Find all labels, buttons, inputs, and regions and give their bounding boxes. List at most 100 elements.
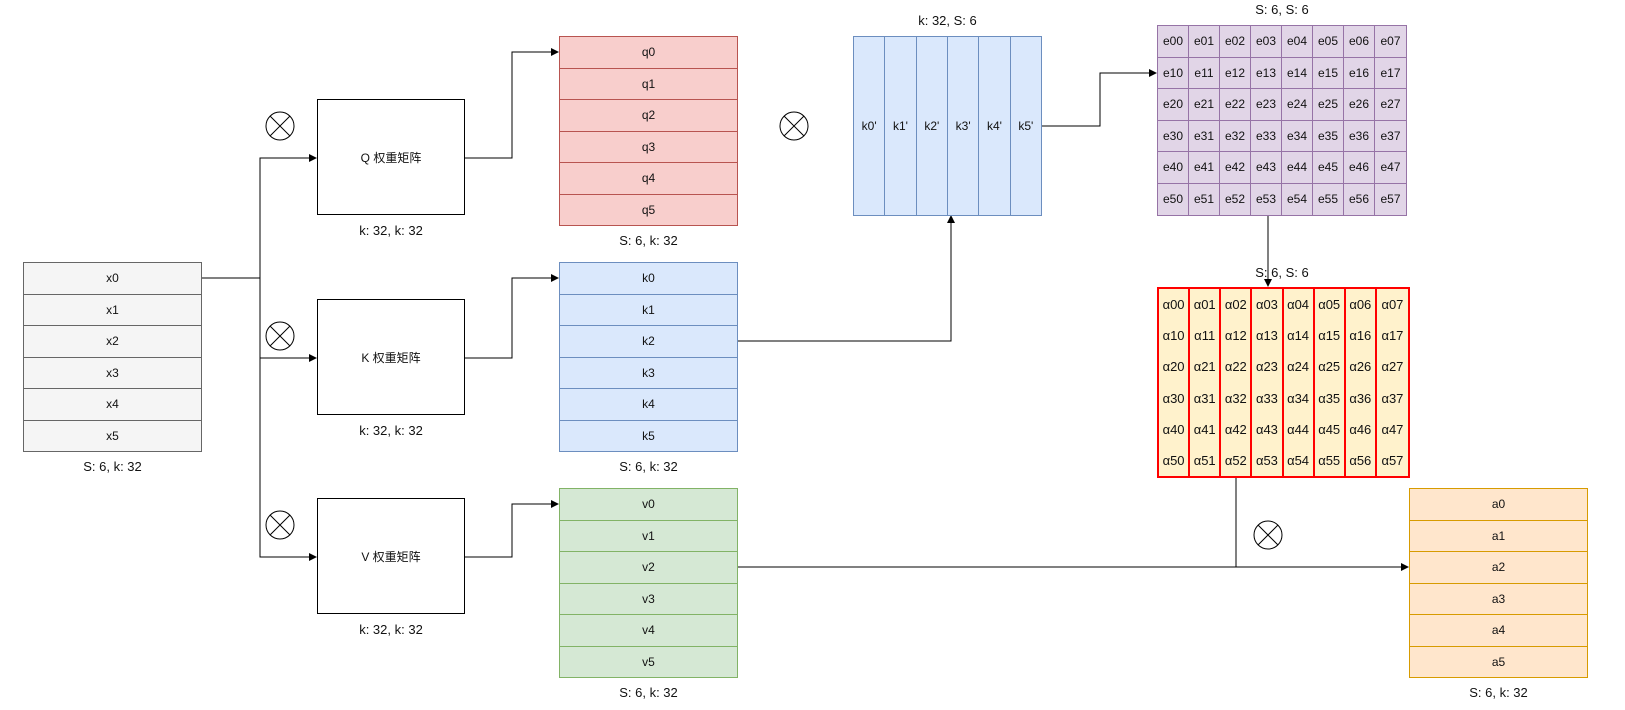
alpha-cell: α51 (1190, 444, 1222, 476)
alpha-cell: α30 (1159, 382, 1191, 414)
e-cell: e43 (1251, 152, 1282, 184)
e-cell: e45 (1313, 152, 1344, 184)
e-cell: e30 (1158, 120, 1189, 152)
alpha-cell: α37 (1381, 390, 1404, 406)
alpha-cell: α36 (1346, 382, 1377, 414)
alpha-cell: α35 (1315, 382, 1346, 414)
e-cell: e27 (1375, 89, 1406, 121)
alpha-cell: α07 (1381, 297, 1404, 313)
e-cell: e04 (1282, 26, 1313, 58)
q-cell: q0 (560, 37, 737, 69)
alpha-cell: α40 (1159, 413, 1191, 445)
kt-cell: k1' (885, 37, 917, 215)
v-matrix-label: S: 6, k: 32 (619, 685, 678, 700)
a-cell: a5 (1491, 654, 1506, 669)
alpha-matrix-label: S: 6, S: 6 (1255, 265, 1309, 280)
alpha-cell: α21 (1190, 351, 1222, 383)
e-cell: e44 (1282, 152, 1313, 184)
alpha-cell: α43 (1252, 413, 1284, 445)
alpha-cell: α12 (1221, 320, 1253, 352)
e-cell: e25 (1313, 89, 1344, 121)
e-cell: e20 (1158, 89, 1189, 121)
a-cell: a4 (1410, 615, 1587, 647)
alpha-cell: α02 (1221, 289, 1253, 321)
alpha-cell: α32 (1221, 382, 1253, 414)
alpha-cell: α56 (1346, 444, 1377, 476)
k-cell: k5 (642, 428, 655, 443)
e-cell: e03 (1251, 26, 1282, 58)
e-cell: e34 (1282, 120, 1313, 152)
e-cell: e02 (1220, 26, 1251, 58)
alpha-cell: α55 (1315, 444, 1346, 476)
kt-cell: k5' (1018, 119, 1034, 133)
k-weight-box: K 权重矩阵 (317, 299, 465, 415)
e-cell: e22 (1220, 89, 1251, 121)
alpha-cell: α04 (1284, 289, 1315, 321)
k-weight-label: k: 32, k: 32 (359, 423, 423, 438)
e-cell: e01 (1189, 26, 1220, 58)
alpha-cell: α00 (1159, 289, 1191, 321)
e-cell: e07 (1375, 26, 1406, 58)
alpha-cell: α16 (1346, 320, 1377, 352)
alpha-cell: α01 (1190, 289, 1222, 321)
e-cell: e53 (1251, 183, 1282, 215)
x-cell: x0 (24, 263, 201, 295)
e-cell: e57 (1380, 192, 1401, 207)
x-matrix-label: S: 6, k: 32 (83, 459, 142, 474)
x-cell: x4 (24, 389, 201, 421)
alpha-cell: α06 (1346, 289, 1377, 321)
alpha-cell: α27 (1381, 359, 1404, 375)
alpha-cell: α17 (1381, 328, 1404, 344)
e-cell: e41 (1189, 152, 1220, 184)
circled-times-icon (265, 510, 295, 540)
e-cell: e35 (1313, 120, 1344, 152)
q-weight-label: k: 32, k: 32 (359, 223, 423, 238)
e-cell: e24 (1282, 89, 1313, 121)
e-cell: e37 (1375, 121, 1406, 152)
q-cell: q3 (560, 132, 737, 163)
e-cell: e14 (1282, 57, 1313, 89)
x-cell: x5 (106, 428, 119, 443)
circled-times-icon (265, 111, 295, 141)
alpha-cell: α54 (1284, 444, 1315, 476)
alpha-cell: α26 (1346, 351, 1377, 383)
e-cell: e16 (1344, 57, 1375, 89)
alpha-cell: α23 (1252, 351, 1284, 383)
q-cell: q4 (560, 163, 737, 195)
k-matrix: k0 k1 k2 k3 k4 k5 (559, 262, 738, 452)
alpha-cell: α20 (1159, 351, 1191, 383)
v-weight-box: V 权重矩阵 (317, 498, 465, 614)
e-matrix-label: S: 6, S: 6 (1255, 2, 1309, 17)
k-cell: k1 (560, 295, 737, 326)
kt-matrix-label: k: 32, S: 6 (918, 13, 977, 28)
q-matrix-label: S: 6, k: 32 (619, 233, 678, 248)
v-cell: v0 (560, 489, 737, 521)
e-cell: e40 (1158, 152, 1189, 184)
v-cell: v4 (560, 615, 737, 647)
e-cell: e32 (1220, 120, 1251, 152)
alpha-cell: α33 (1252, 382, 1284, 414)
e-cell: e51 (1189, 183, 1220, 215)
e-cell: e12 (1220, 57, 1251, 89)
e-cell: e13 (1251, 57, 1282, 89)
e-cell: e21 (1189, 89, 1220, 121)
x-cell: x3 (24, 358, 201, 389)
x-matrix: x0 x1 x2 x3 x4 x5 (23, 262, 202, 452)
e-cell: e26 (1344, 89, 1375, 121)
alpha-cell: α42 (1221, 413, 1253, 445)
a-cell: a2 (1410, 552, 1587, 584)
a-cell: a1 (1410, 521, 1587, 552)
q-matrix: q0 q1 q2 q3 q4 q5 (559, 36, 738, 226)
e-cell: e47 (1375, 152, 1406, 184)
q-cell: q5 (641, 202, 656, 217)
k-cell: k4 (560, 389, 737, 421)
e-cell: e36 (1344, 120, 1375, 152)
alpha-cell: α25 (1315, 351, 1346, 383)
e-cell: e15 (1313, 57, 1344, 89)
kt-cell: k3' (948, 37, 980, 215)
q-cell: q2 (560, 100, 737, 132)
k-matrix-label: S: 6, k: 32 (619, 459, 678, 474)
e-cell: e23 (1251, 89, 1282, 121)
